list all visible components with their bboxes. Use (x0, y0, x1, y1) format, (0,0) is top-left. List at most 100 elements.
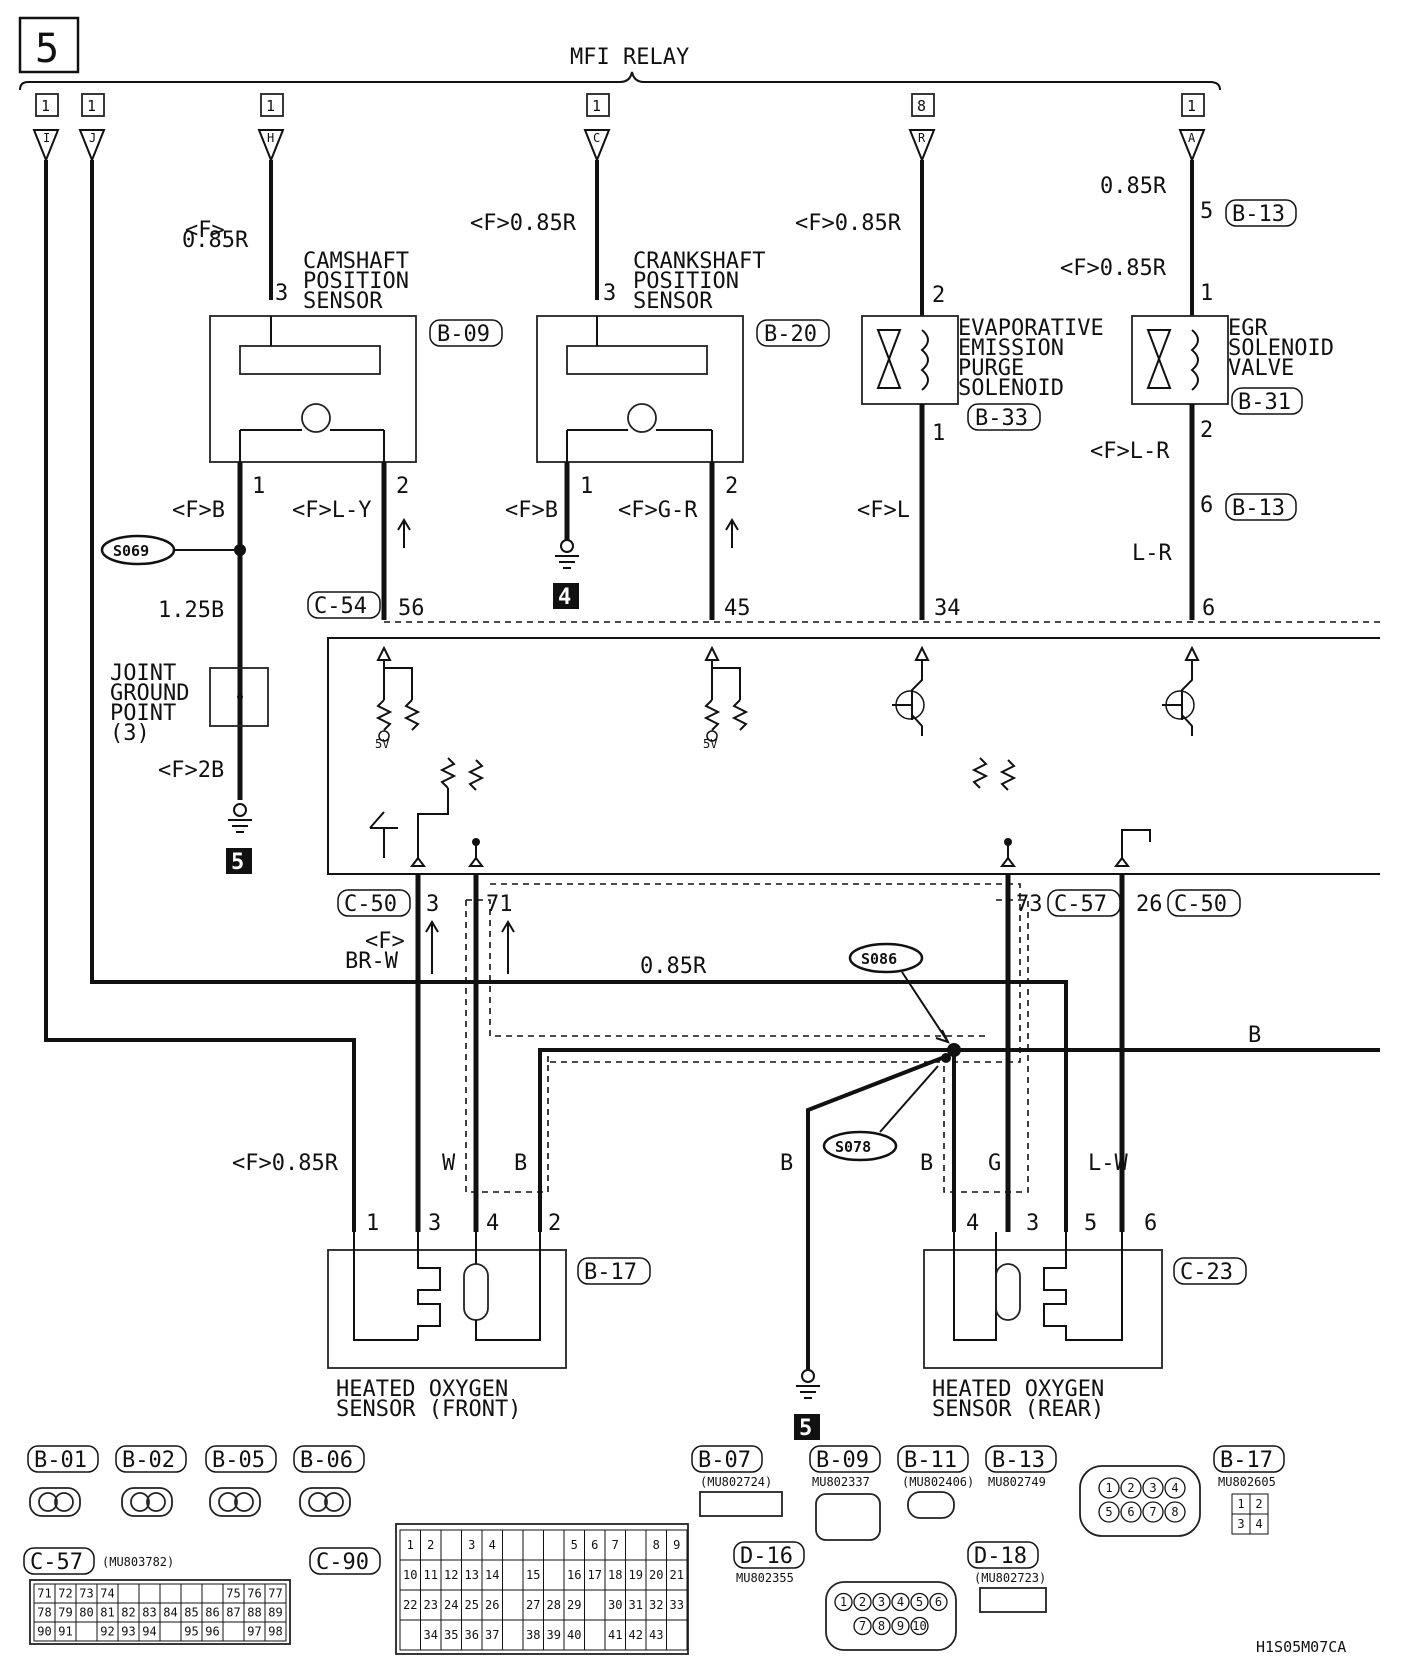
label-crank-gnd: <F>B (505, 498, 558, 523)
c57-cell (180, 1583, 203, 1604)
splice-s086: S086 (848, 942, 961, 1057)
b13-pin (1098, 1501, 1120, 1523)
svg-text:MU802355: MU802355 (736, 1571, 794, 1585)
svg-text:MU802749: MU802749 (988, 1475, 1046, 1489)
relay-terminal-c: 1 C (583, 93, 611, 163)
svg-text:1: 1 (41, 97, 50, 115)
c90-cell (584, 1619, 606, 1651)
svg-text:<F>: <F> (185, 218, 225, 243)
d16-pin (853, 1592, 872, 1612)
c57-cell (264, 1621, 287, 1642)
d16-pin (910, 1616, 929, 1636)
c90-label: 2 (427, 1538, 434, 1552)
svg-text:0.85R: 0.85R (182, 228, 249, 253)
svg-text:1: 1 (87, 97, 96, 115)
ground-symbol-4: 4 (553, 539, 579, 610)
c57-cell (138, 1583, 161, 1604)
svg-text:3: 3 (275, 281, 288, 306)
svg-text:(3): (3) (110, 721, 150, 746)
c57-label: 78 (37, 1606, 51, 1620)
svg-text:(MU802406): (MU802406) (902, 1475, 974, 1489)
c90-label: 10 (403, 1568, 417, 1582)
svg-text:0.85R: 0.85R (1100, 174, 1167, 199)
ground-symbol-5a: 5 (226, 803, 252, 875)
c57-label: 83 (142, 1606, 156, 1620)
page-number: 5 (35, 26, 59, 72)
d16-pin (910, 1592, 929, 1612)
svg-text:<F>0.85R: <F>0.85R (470, 211, 577, 236)
shield-rear (943, 899, 1029, 1193)
svg-text:C-57: C-57 (30, 1550, 83, 1575)
svg-text:J: J (89, 131, 96, 145)
c57-cell (117, 1583, 140, 1604)
svg-text:C-57: C-57 (1054, 892, 1107, 917)
svg-text:B-13: B-13 (1232, 202, 1285, 227)
d16-label: 2 (859, 1595, 866, 1609)
svg-text:C-50: C-50 (344, 892, 397, 917)
c57-label: 80 (79, 1606, 93, 1620)
svg-text:B-17: B-17 (1220, 1448, 1273, 1473)
b17-label: 4 (1255, 1517, 1262, 1531)
d16-label: 10 (912, 1619, 926, 1633)
svg-text:1: 1 (266, 97, 275, 115)
d16-label: 6 (935, 1595, 942, 1609)
c57-label: 81 (100, 1606, 114, 1620)
c57-label: 74 (100, 1587, 114, 1601)
svg-text:B-09: B-09 (816, 1448, 869, 1473)
svg-text:5: 5 (1200, 199, 1213, 224)
svg-text:EVAPORATIVE: EVAPORATIVE (958, 316, 1104, 341)
label-relay-feed: 0.85R (640, 954, 707, 979)
b13-label: 5 (1105, 1505, 1112, 1519)
svg-text:SENSOR: SENSOR (303, 289, 383, 314)
c57-label: 96 (205, 1625, 219, 1639)
svg-text:HEATED OXYGEN: HEATED OXYGEN (336, 1377, 508, 1402)
svg-text:1: 1 (592, 97, 601, 115)
svg-text:EGR: EGR (1228, 316, 1268, 341)
svg-text:C-54: C-54 (314, 594, 367, 619)
c57-label: 88 (247, 1606, 261, 1620)
c57-label: 95 (184, 1625, 198, 1639)
c90-label: 11 (424, 1568, 438, 1582)
label-evap-out: <F>L (857, 498, 910, 523)
label-jgp-out: <F>2B (158, 758, 224, 783)
svg-text:3: 3 (426, 892, 439, 917)
wire-ground-bus (538, 1048, 1380, 1232)
splice-s078: S078 (822, 1065, 939, 1162)
d16-label: 8 (878, 1619, 885, 1633)
svg-text:S086: S086 (861, 950, 897, 968)
svg-text:PURGE: PURGE (958, 356, 1024, 381)
svg-text:<F>0.85R: <F>0.85R (795, 211, 902, 236)
svg-text:3: 3 (428, 1211, 441, 1236)
c90-cell (502, 1619, 524, 1651)
mfi-relay-bracket: MFI RELAY (19, 45, 1221, 91)
d16-label: 7 (859, 1619, 866, 1633)
legend-b06: B-06 (293, 1445, 365, 1517)
svg-text:JOINT: JOINT (110, 661, 176, 686)
c90-label: 21 (670, 1568, 684, 1582)
svg-text:B-09: B-09 (437, 322, 490, 347)
svg-text:SENSOR (REAR): SENSOR (REAR) (932, 1397, 1104, 1422)
b13-pin (1142, 1477, 1164, 1499)
c90-label: 33 (670, 1598, 684, 1612)
splice-s069: S069 (100, 534, 246, 566)
svg-text:4: 4 (486, 1211, 499, 1236)
c57-label: 79 (58, 1606, 72, 1620)
svg-text:3: 3 (603, 281, 616, 306)
d16-pin (872, 1592, 891, 1612)
c90-cell (399, 1619, 421, 1651)
label-r-b: B (920, 1151, 933, 1176)
svg-text:6: 6 (1202, 596, 1215, 621)
label-f-w: W (442, 1151, 456, 1176)
c57-label: 93 (121, 1625, 135, 1639)
d16-pin (834, 1592, 853, 1612)
svg-text:6: 6 (1144, 1211, 1157, 1236)
c57-label: 84 (163, 1606, 177, 1620)
svg-text:<F>0.85R: <F>0.85R (1060, 256, 1167, 281)
svg-text:POSITION: POSITION (633, 269, 739, 294)
svg-text:POSITION: POSITION (303, 269, 409, 294)
b13-label: 1 (1105, 1481, 1112, 1495)
arrow-cam-signal (397, 518, 411, 548)
c90-label: 35 (444, 1628, 458, 1642)
c90-label: 31 (629, 1598, 643, 1612)
